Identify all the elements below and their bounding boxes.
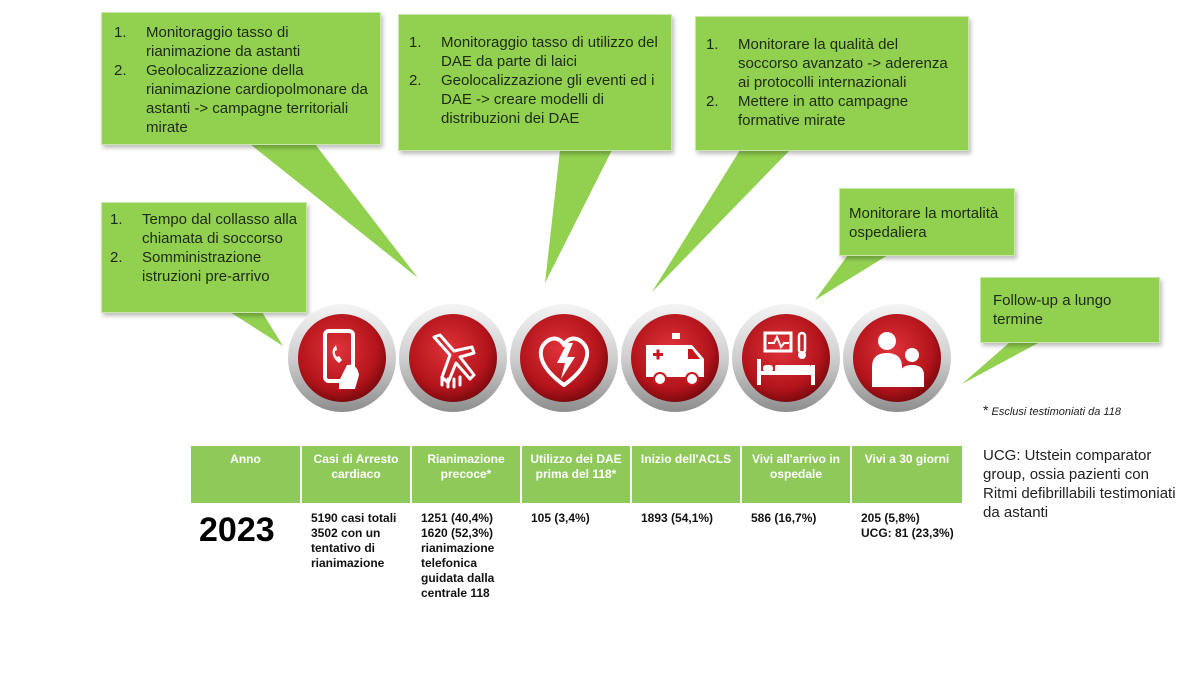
callout-bystander-cpr: 1.Monitoraggio tasso di rianimazione da … <box>101 12 381 145</box>
table-cell: 1893 (54,1%) <box>641 511 714 525</box>
callout-item: 1.Monitorare la qualità del soccorso ava… <box>706 36 948 91</box>
callout-tail-1 <box>250 144 418 278</box>
table-cell: 1251 (40,4%) 1620 (52,3%) rianimazione t… <box>421 511 495 600</box>
table-cell: 105 (3,4%) <box>531 511 590 525</box>
callout-tail-6 <box>962 342 1040 384</box>
aed-heart-icon <box>509 303 619 413</box>
callout-follow-up: Follow-up a lungo termine <box>980 277 1160 343</box>
ambulance-icon <box>620 303 730 413</box>
phone-call-icon <box>287 303 397 413</box>
table-row: 2023 5190 casi totali 3502 con un tentat… <box>191 503 962 601</box>
table-cell: 5190 casi totali 3502 con un tentativo d… <box>311 511 397 570</box>
callout-item: 1.Tempo dal collasso alla chiamata di so… <box>110 211 298 247</box>
header-acls-start: Inizio dell'ACLS <box>631 446 742 503</box>
callout-tail-5 <box>815 255 888 300</box>
header-aed-usage: Utilizzo dei DAE prima del 118* <box>521 446 632 503</box>
year-value: 2023 <box>199 511 275 549</box>
callout-hospital-mortality: Monitorare la mortalità ospedaliera <box>839 188 1015 256</box>
table-cell: 586 (16,7%) <box>751 511 817 525</box>
callout-aed-usage: 1.Monitoraggio tasso di utilizzo del DAE… <box>398 14 672 151</box>
callout-item: 2.Geolocalizzazione gli eventi ed i DAE … <box>409 72 655 127</box>
header-alive-30-days: Vivi a 30 giorni <box>851 446 962 503</box>
footnote: * Esclusi testimoniati da 118 <box>983 402 1121 418</box>
cpr-hands-icon <box>398 303 508 413</box>
callout-tail-4 <box>230 312 283 346</box>
header-early-cpr: Rianimazione precoce* <box>411 446 522 503</box>
callout-item: 2.Geolocalizzazione della rianimazione c… <box>114 62 368 136</box>
callout-item: 2.Somministrazione istruzioni pre-arrivo <box>110 249 270 285</box>
ucg-note: UCG: Utstein comparator group, ossia paz… <box>983 447 1176 521</box>
results-table: Anno Casi di Arresto cardiaco Rianimazio… <box>191 446 962 601</box>
header-cardiac-arrest-cases: Casi di Arresto cardiaco <box>301 446 412 503</box>
header-alive-hospital: Vivi all'arrivo in ospedale <box>741 446 852 503</box>
table-header-row: Anno Casi di Arresto cardiaco Rianimazio… <box>191 446 962 503</box>
callout-acls-quality: 1.Monitorare la qualità del soccorso ava… <box>695 16 969 151</box>
callout-tail-2 <box>545 150 612 283</box>
hospital-bed-icon <box>731 303 841 413</box>
table-cell: 205 (5,8%) UCG: 81 (23,3%) <box>861 511 954 540</box>
header-year: Anno <box>191 446 302 503</box>
callout-call-time: 1.Tempo dal collasso alla chiamata di so… <box>101 202 307 313</box>
callout-item: 1.Monitoraggio tasso di utilizzo del DAE… <box>409 34 658 70</box>
callout-item: 2.Mettere in atto campagne formative mir… <box>706 93 909 129</box>
callout-tail-3 <box>652 150 790 292</box>
callout-item: 1.Monitoraggio tasso di rianimazione da … <box>114 24 301 60</box>
family-icon <box>842 303 952 413</box>
